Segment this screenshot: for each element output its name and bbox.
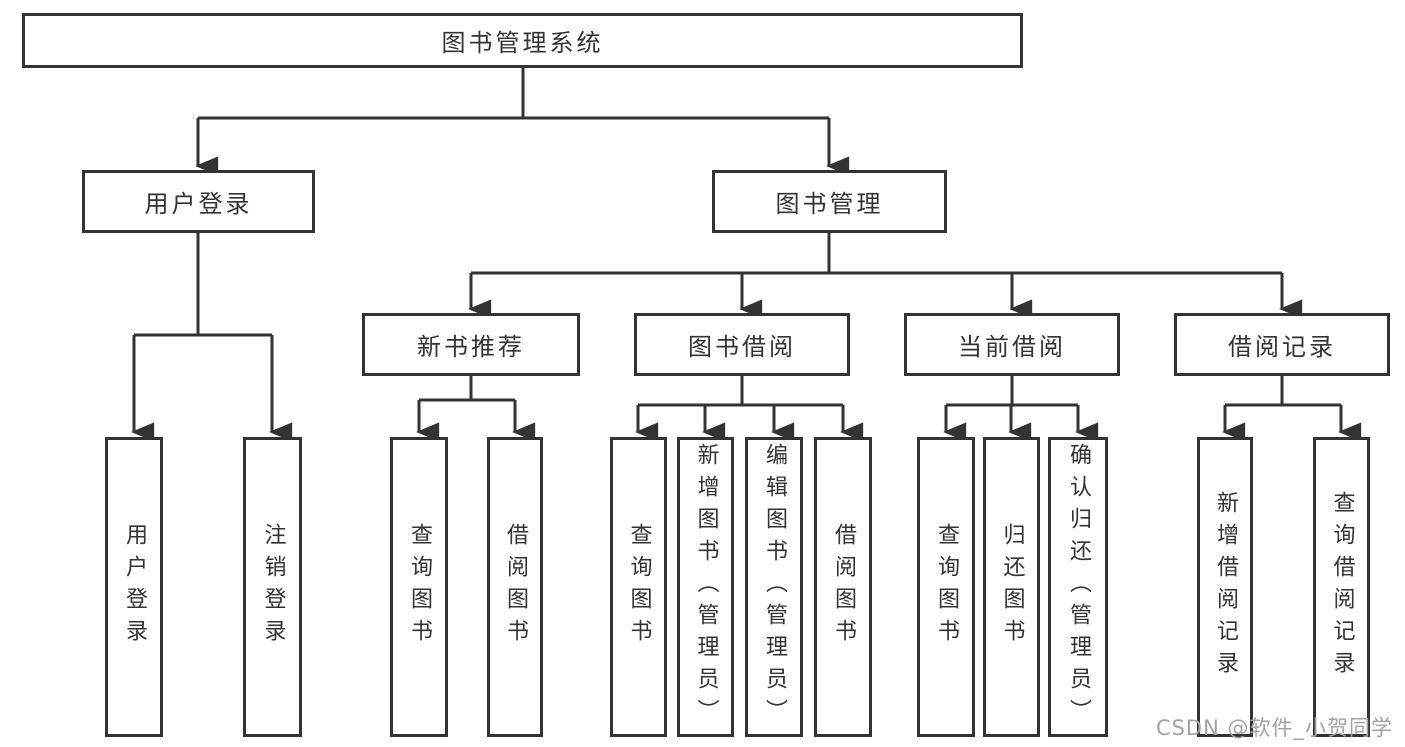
connector-group-book-management [468, 233, 1303, 319]
node-new-book-recommend: 新书推荐 [362, 313, 580, 376]
node-label: 查询图书 [407, 523, 432, 651]
connector-group-new-book [416, 376, 536, 442]
node-label: 借阅图书 [831, 523, 856, 651]
leaf-add-borrow-record: 新增借阅记录 [1197, 437, 1253, 737]
leaf-query-borrow-record: 查询借阅记录 [1313, 437, 1370, 737]
node-label: 新增借阅记录 [1213, 491, 1238, 683]
node-label: 查询图书 [626, 523, 652, 651]
node-label: 图书借阅 [688, 333, 796, 361]
node-label: 用户登录 [144, 190, 253, 218]
node-label: 查询借阅记录 [1329, 491, 1355, 683]
node-label: 图书管理 [775, 190, 884, 218]
leaf-query-books-current: 查询图书 [917, 437, 975, 737]
node-user-login: 用户登录 [82, 170, 315, 233]
connector-group-user-login [131, 233, 293, 442]
node-book-borrow: 图书借阅 [634, 313, 850, 376]
node-book-management: 图书管理 [712, 170, 947, 233]
node-label: 当前借阅 [958, 333, 1066, 361]
node-label: 归还图书 [999, 523, 1025, 651]
connector-group-current-borrow [943, 376, 1099, 442]
leaf-query-books-recommend: 查询图书 [390, 437, 448, 737]
leaf-user-login: 用户登录 [105, 437, 163, 737]
node-label: 新增图书（管理员） [693, 443, 719, 731]
node-label: 用户登录 [122, 523, 147, 651]
connector-group-book-borrow [635, 376, 864, 442]
connector-group-borrow-records [1222, 376, 1362, 442]
leaf-logout: 注销登录 [243, 437, 302, 737]
node-label: 图书管理系统 [441, 29, 604, 57]
connector-group-root [195, 68, 850, 176]
node-label: 借阅图书 [503, 523, 528, 651]
node-root-library-system: 图书管理系统 [22, 13, 1023, 68]
node-label: 确认归还（管理员） [1066, 443, 1091, 731]
leaf-borrow-books: 借阅图书 [814, 437, 872, 737]
leaf-return-books: 归还图书 [983, 437, 1040, 737]
node-label: 借阅记录 [1228, 333, 1336, 361]
node-label: 查询图书 [934, 523, 959, 651]
leaf-confirm-return-admin: 确认归还（管理员） [1048, 437, 1108, 737]
leaf-query-books-borrow: 查询图书 [610, 437, 667, 737]
node-borrow-records: 借阅记录 [1174, 313, 1390, 376]
node-label: 注销登录 [260, 523, 286, 651]
leaf-edit-books-admin: 编辑图书（管理员） [745, 437, 803, 737]
node-label: 编辑图书（管理员） [762, 443, 787, 731]
leaf-borrow-books-recommend: 借阅图书 [487, 437, 543, 737]
leaf-add-books-admin: 新增图书（管理员） [677, 437, 734, 737]
node-label: 新书推荐 [417, 333, 525, 361]
node-current-borrow: 当前借阅 [904, 313, 1120, 376]
csdn-watermark: CSDN @软件_小贺同学 [1155, 716, 1393, 740]
